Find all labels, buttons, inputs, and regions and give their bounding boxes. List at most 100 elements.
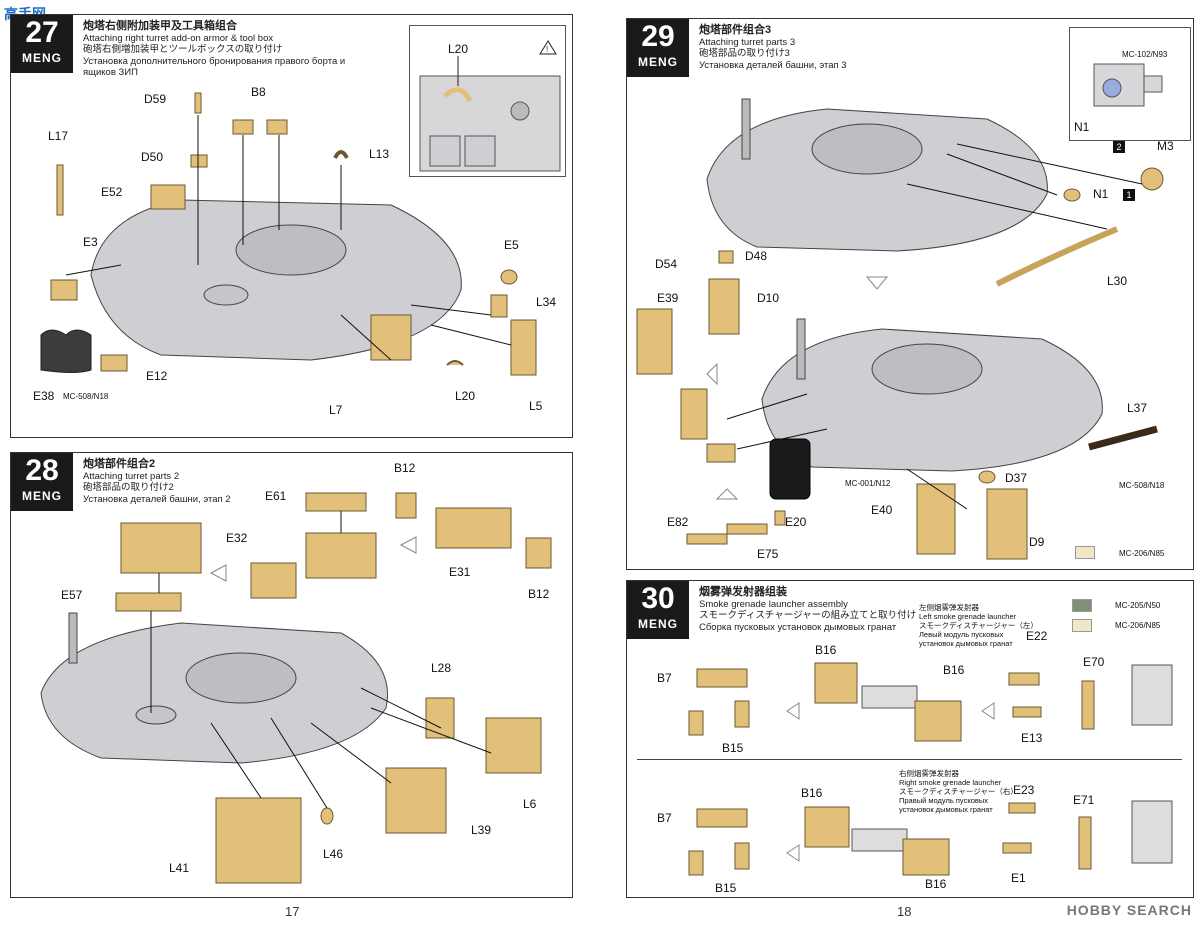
part-label: L5: [529, 399, 543, 413]
detail-inset: ! L20: [409, 25, 566, 177]
brand-logo: MENG: [22, 51, 62, 65]
part-label: B16: [801, 786, 823, 800]
title-en: Smoke grenade launcher assembly: [699, 598, 848, 610]
paint-code: MC-102/N93: [1122, 50, 1168, 59]
part-label: E38: [33, 389, 55, 403]
left-launcher-caption: 左侧烟雾弹发射器 Left smoke grenade launcher スモー…: [919, 603, 1038, 648]
caption-jp: スモークディスチャージャー（左）: [919, 621, 1038, 630]
part-label: E1: [1011, 871, 1026, 885]
title-jp: 砲塔部品の取り付け2: [83, 482, 174, 493]
step-27-panel: 27 MENG 炮塔右侧附加装甲及工具箱组合 Attaching right t…: [10, 14, 573, 438]
inset-drawing: [1093, 63, 1163, 107]
part-label: E40: [871, 503, 893, 517]
paint-swatch: [1075, 546, 1095, 559]
step-29-panel: 29 MENG 炮塔部件组合3 Attaching turret parts 3…: [626, 18, 1194, 570]
title-cn: 炮塔部件组合2: [83, 458, 156, 470]
part-label: D54: [655, 257, 678, 271]
section-divider: [637, 759, 1182, 760]
part-label: E31: [449, 565, 471, 579]
title-jp: 砲塔部品の取り付け3: [699, 48, 790, 59]
turret-drawing: [40, 492, 552, 884]
part-label: E12: [146, 369, 168, 383]
turret-drawing: [636, 98, 1164, 560]
caption-en: Left smoke grenade launcher: [919, 612, 1017, 621]
part-label: B12: [394, 461, 416, 475]
title-ru: Установка деталей башни, этап 3: [699, 59, 847, 71]
brand-logo: MENG: [22, 489, 62, 503]
title-cn: 炮塔右侧附加装甲及工具箱组合: [83, 20, 237, 32]
brand-logo: MENG: [638, 617, 678, 631]
step-number: 30: [641, 582, 675, 615]
step-titles: 炮塔部件组合3 Attaching turret parts 3 砲塔部品の取り…: [699, 24, 847, 71]
part-label: N1: [1093, 187, 1109, 201]
step-badge: 29 MENG: [627, 19, 689, 77]
part-label: L13: [369, 147, 390, 161]
paint-code: MC-508/N18: [1119, 481, 1165, 490]
page-number-left: 17: [285, 904, 300, 919]
paint-code: MC-508/N18: [63, 392, 109, 401]
part-label: L20: [448, 42, 469, 56]
right-launcher-caption: 右侧烟雾弹发射器 Right smoke grenade launcher スモ…: [899, 769, 1018, 814]
part-label: D10: [757, 291, 780, 305]
step-badge: 28 MENG: [11, 453, 73, 511]
paint-code: MC-001/N12: [845, 479, 891, 488]
part-label: D37: [1005, 471, 1028, 485]
part-label: E75: [757, 547, 779, 561]
part-label: B8: [251, 85, 266, 99]
caption-ru-2: установок дымовых гранат: [919, 639, 1013, 648]
part-label: E57: [61, 588, 83, 602]
inset-drawing: !: [419, 40, 561, 172]
part-label: E13: [1021, 731, 1043, 745]
brand-logo: MENG: [638, 55, 678, 69]
turret-drawing: [40, 92, 537, 376]
step-number: 29: [641, 20, 675, 53]
part-label: B16: [925, 877, 947, 891]
title-cn: 烟雾弹发射器组装: [699, 586, 787, 598]
caption-cn: 左侧烟雾弹发射器: [919, 603, 979, 612]
part-label: E70: [1083, 655, 1105, 669]
step-titles: 炮塔部件组合2 Attaching turret parts 2 砲塔部品の取り…: [83, 458, 231, 505]
paint-code: MC-205/N50: [1115, 601, 1161, 610]
caption-cn: 右侧烟雾弹发射器: [899, 769, 959, 778]
part-label: E5: [504, 238, 519, 252]
caption-ru: Левый модуль пусковых: [919, 630, 1004, 639]
step-28-panel: 28 MENG 炮塔部件组合2 Attaching turret parts 2…: [10, 452, 573, 898]
part-label: E3: [83, 235, 98, 249]
caption-en: Right smoke grenade launcher: [899, 778, 1002, 787]
part-label: L28: [431, 661, 452, 675]
part-label: L17: [48, 129, 69, 143]
title-jp: スモークディスチャージャーの組み立てと取り付け: [699, 610, 917, 621]
step-number: 27: [25, 16, 59, 49]
part-label: B15: [715, 881, 737, 895]
part-label: E23: [1013, 783, 1035, 797]
part-label: L20: [455, 389, 476, 403]
part-label: L30: [1107, 274, 1128, 288]
part-label: M3: [1157, 139, 1174, 153]
paint-swatch: [1072, 619, 1092, 632]
part-label: L39: [471, 823, 492, 837]
svg-text:!: !: [546, 45, 548, 54]
title-ru: Установка деталей башни, этап 2: [83, 493, 231, 505]
title-en: Attaching turret parts 3: [699, 36, 796, 48]
caption-jp: スモークディスチャージャー（右）: [899, 787, 1018, 796]
title-en: Attaching right turret add-on armor & to…: [83, 32, 274, 44]
paint-code: MC-206/N85: [1115, 621, 1161, 630]
step-30-panel: 30 MENG 烟雾弹发射器组装 Smoke grenade launcher …: [626, 580, 1194, 898]
part-label: B12: [528, 587, 550, 601]
paint-code: MC-206/N85: [1119, 549, 1165, 558]
part-label: D48: [745, 249, 768, 263]
title-ru: Сборка пусковых установок дымовых гранат: [699, 621, 897, 633]
part-label: E82: [667, 515, 689, 529]
step-badge: 30 MENG: [627, 581, 689, 639]
title-ru: Установка дополнительного бронирования п…: [83, 55, 346, 67]
caption-ru: Правый модуль пусковых: [899, 796, 989, 805]
launcher-drawing: [688, 662, 1173, 876]
step-titles: 烟雾弹发射器组装 Smoke grenade launcher assembly…: [699, 586, 917, 633]
part-label: E71: [1073, 793, 1095, 807]
part-label: E61: [265, 489, 287, 503]
part-label: B7: [657, 811, 672, 825]
part-label: L34: [536, 295, 557, 309]
step-titles: 炮塔右侧附加装甲及工具箱组合 Attaching right turret ad…: [83, 20, 346, 79]
part-label: E39: [657, 291, 679, 305]
part-label: B16: [943, 663, 965, 677]
